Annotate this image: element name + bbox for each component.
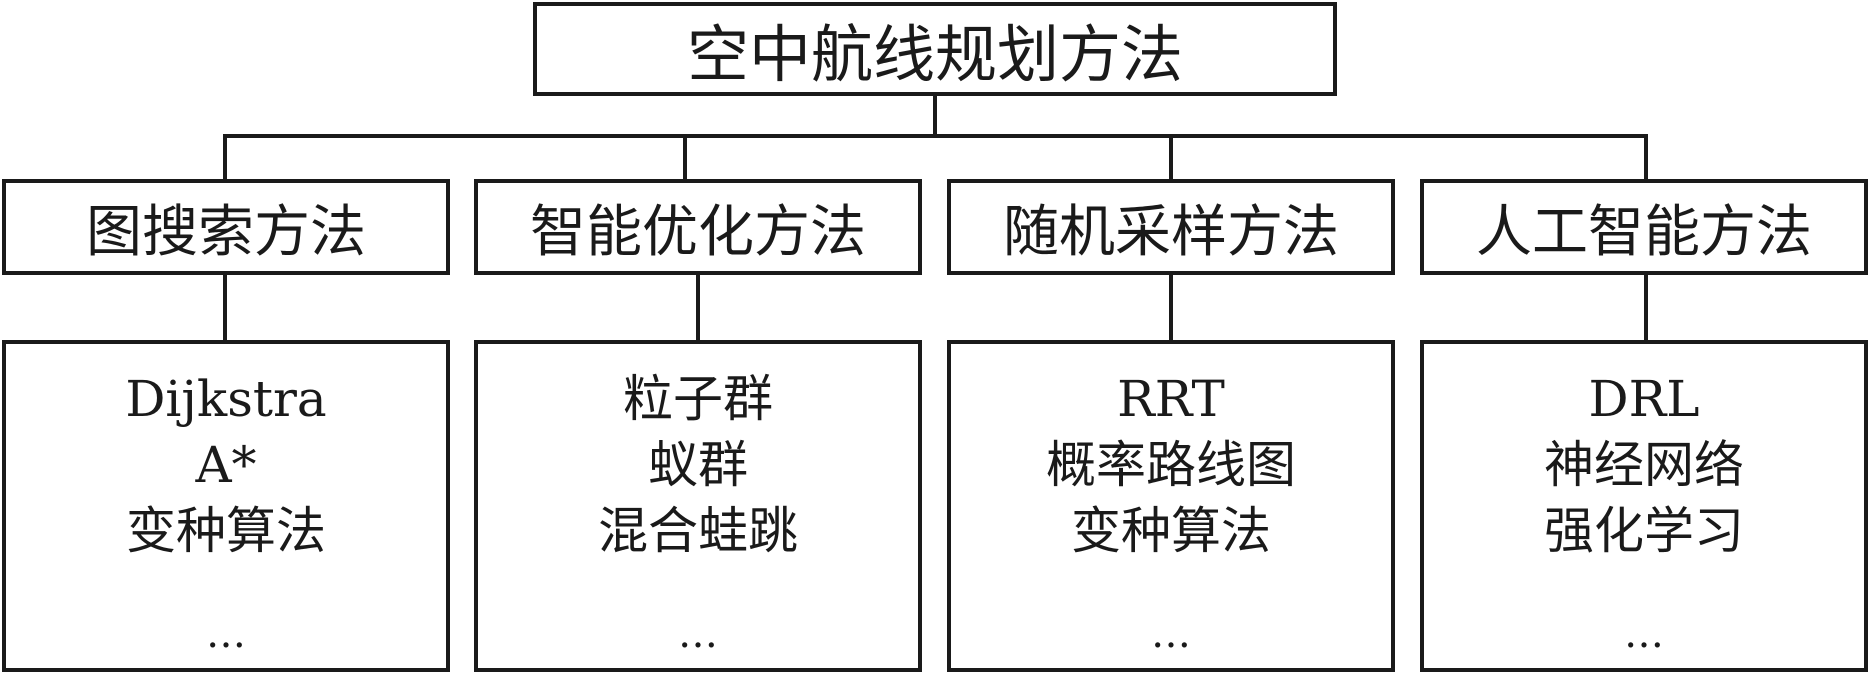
connector-2 xyxy=(683,134,687,180)
root-label: 空中航线规划方法 xyxy=(686,18,1183,91)
category-label: 人工智能方法 xyxy=(1476,199,1812,265)
leaf-item: DRL xyxy=(1588,370,1700,428)
leaf-item: RRT xyxy=(1117,370,1225,428)
category-artificial-intelligence: 人工智能方法 xyxy=(1420,179,1868,275)
connector-1 xyxy=(223,134,227,180)
leaf-connector-1 xyxy=(223,273,227,341)
leaf-item: 粒子群 xyxy=(623,370,773,428)
category-graph-search: 图搜索方法 xyxy=(2,179,450,275)
leaf-connector-3 xyxy=(1169,273,1173,341)
ellipsis: … xyxy=(678,611,718,657)
ellipsis: … xyxy=(1624,611,1664,657)
category-intelligent-optimization: 智能优化方法 xyxy=(474,179,922,275)
leaf-item: A* xyxy=(195,436,257,494)
leaf-item: Dijkstra xyxy=(125,370,327,428)
category-label: 随机采样方法 xyxy=(1003,199,1339,265)
ellipsis: … xyxy=(206,611,246,657)
leaf-random-sampling: RRT 概率路线图 变种算法 … xyxy=(947,340,1395,672)
category-label: 图搜索方法 xyxy=(86,199,366,265)
category-random-sampling: 随机采样方法 xyxy=(947,179,1395,275)
leaf-item: 变种算法 xyxy=(126,502,326,560)
leaf-item: 变种算法 xyxy=(1071,502,1271,560)
horizontal-bus xyxy=(223,134,1648,138)
leaf-connector-4 xyxy=(1644,273,1648,341)
category-label: 智能优化方法 xyxy=(530,199,866,265)
leaf-artificial-intelligence: DRL 神经网络 强化学习 … xyxy=(1420,340,1868,672)
leaf-item: 概率路线图 xyxy=(1046,436,1296,494)
connector-4 xyxy=(1644,134,1648,180)
leaf-connector-2 xyxy=(696,273,700,341)
leaf-graph-search: Dijkstra A* 变种算法 … xyxy=(2,340,450,672)
connector-3 xyxy=(1169,134,1173,180)
root-node: 空中航线规划方法 xyxy=(533,2,1337,96)
leaf-item: 混合蛙跳 xyxy=(598,502,798,560)
leaf-item: 蚁群 xyxy=(648,436,748,494)
ellipsis: … xyxy=(1151,611,1191,657)
root-stem xyxy=(933,94,937,138)
leaf-intelligent-optimization: 粒子群 蚁群 混合蛙跳 … xyxy=(474,340,922,672)
leaf-item: 强化学习 xyxy=(1544,502,1744,560)
leaf-item: 神经网络 xyxy=(1544,436,1744,494)
